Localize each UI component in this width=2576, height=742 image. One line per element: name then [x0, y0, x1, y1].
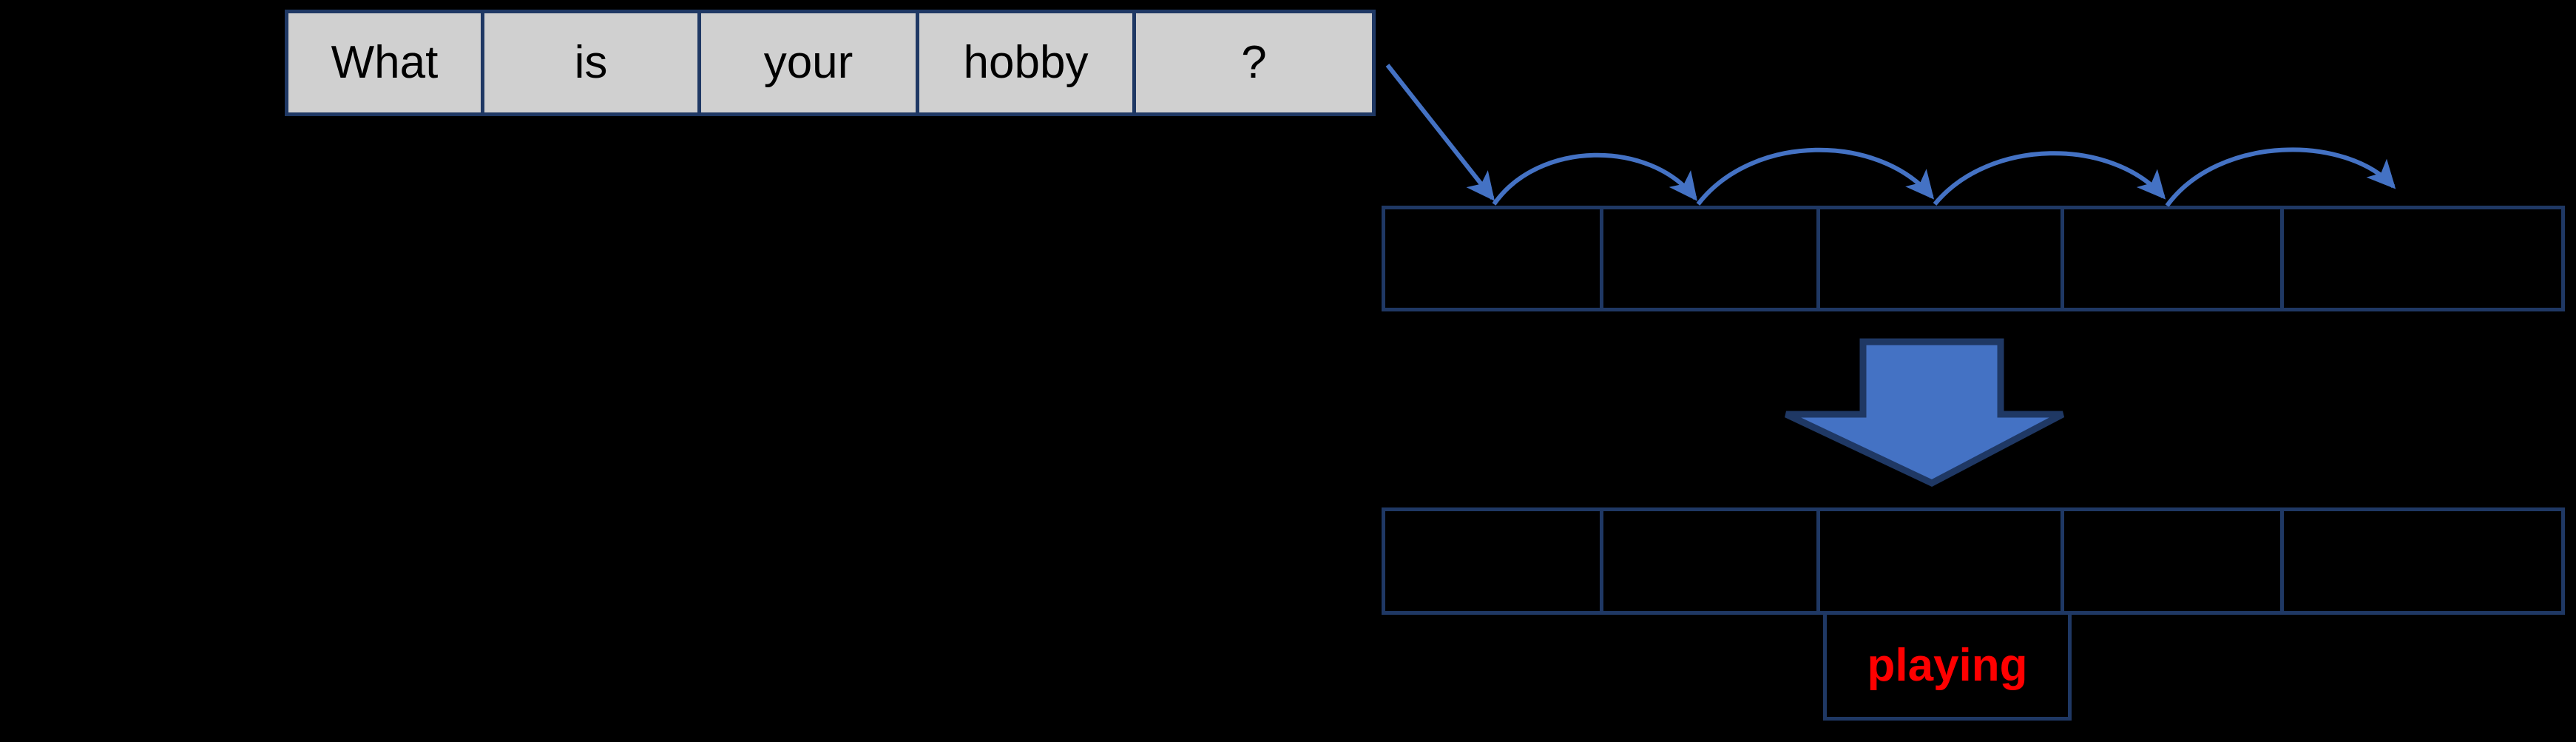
input-cell-4-label: hobby [963, 37, 1089, 88]
input-cell-3-label: your [763, 37, 853, 88]
encoder-cell-1[interactable] [1382, 206, 1603, 311]
input-cell-1[interactable]: What [285, 10, 484, 116]
input-cell-3[interactable]: your [697, 10, 919, 116]
decoder-cell-3[interactable] [1816, 507, 2064, 615]
encoder-state-row [1382, 206, 2565, 311]
input-cell-4[interactable]: hobby [916, 10, 1136, 116]
decoder-state-row [1382, 507, 2565, 615]
input-cell-2[interactable]: is [481, 10, 701, 116]
diagonal-arrow-icon [1385, 64, 1495, 201]
input-cell-2-label: is [574, 37, 608, 88]
encoder-cell-3[interactable] [1816, 206, 2064, 311]
decoder-cell-4[interactable] [2061, 507, 2284, 615]
input-cell-5[interactable]: ? [1132, 10, 1376, 116]
decoder-cell-2[interactable] [1600, 507, 1820, 615]
encoder-cell-5[interactable] [2280, 206, 2565, 311]
input-cell-1-label: What [331, 37, 439, 88]
input-token-row: What is your hobby ? [285, 10, 1376, 116]
input-cell-5-label: ? [1241, 37, 1267, 88]
block-down-arrow-icon [1785, 338, 2065, 488]
decoder-cell-1[interactable] [1382, 507, 1603, 615]
output-word-label: playing [1867, 640, 2028, 691]
curved-arc-arrow-icon [1492, 147, 2396, 207]
output-word-box[interactable]: playing [1823, 611, 2072, 721]
encoder-cell-2[interactable] [1600, 206, 1820, 311]
decoder-cell-5[interactable] [2280, 507, 2565, 615]
encoder-cell-4[interactable] [2061, 206, 2284, 311]
